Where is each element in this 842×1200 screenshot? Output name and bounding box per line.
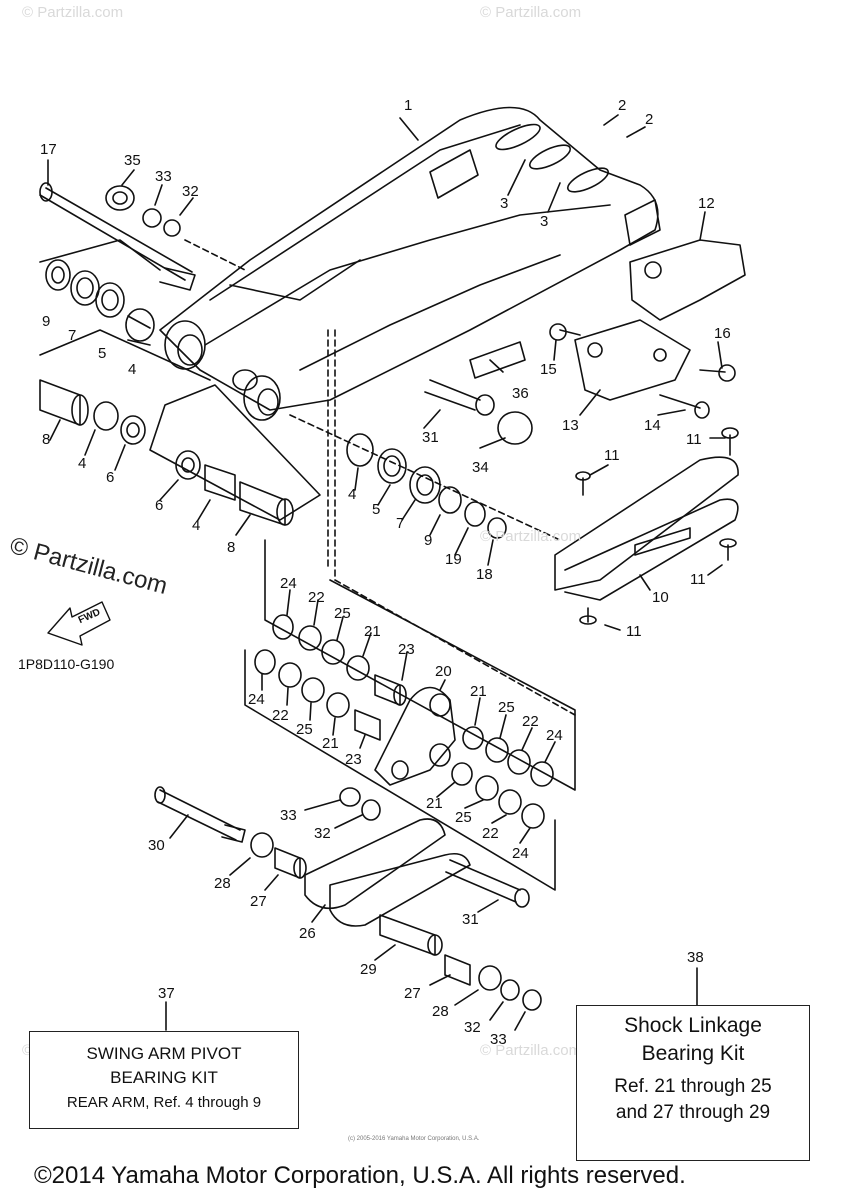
relay-arm-outline	[374, 686, 456, 786]
watermark-bottom-right: © Partzilla.com	[480, 1042, 582, 1059]
callout-5b: 5	[372, 501, 381, 518]
kit38-line1: Shock Linkage	[624, 1014, 762, 1037]
callout-8: 8	[42, 431, 51, 448]
kit37-line3: REAR ARM, Ref. 4 through 9	[66, 1094, 262, 1111]
callout-24: 24	[280, 575, 297, 592]
chain-slider-outline	[554, 456, 739, 591]
callout-31b: 31	[462, 911, 479, 928]
callout-25b: 25	[296, 721, 313, 738]
callout-22b: 22	[272, 707, 289, 724]
callout-15: 15	[540, 361, 557, 378]
callout-8b: 8	[227, 539, 236, 556]
kit37-line2: BEARING KIT	[110, 1068, 218, 1087]
callout-37: 37	[158, 985, 175, 1002]
callout-10: 10	[652, 589, 669, 606]
callout-29: 29	[360, 961, 377, 978]
callout-38: 38	[687, 949, 704, 966]
callout-36: 36	[512, 385, 529, 402]
callout-28: 28	[214, 875, 231, 892]
callout-13: 13	[562, 417, 579, 434]
small-copyright-notice: (c) 2005-2016 Yamaha Motor Corporation, …	[348, 1136, 480, 1142]
callout-23b: 23	[345, 751, 362, 768]
callout-1: 1	[404, 97, 413, 114]
callout-2: 2	[618, 97, 627, 114]
callout-12: 12	[698, 195, 715, 212]
callout-2b: 2	[645, 111, 654, 128]
callout-24d: 24	[512, 845, 529, 862]
watermark-mid-right: © Partzilla.com	[480, 528, 582, 545]
callout-26: 26	[299, 925, 316, 942]
callout-22: 22	[308, 589, 325, 606]
callout-4d: 4	[348, 486, 357, 503]
kit37-line1: SWING ARM PIVOT	[86, 1044, 242, 1063]
callout-25d: 25	[455, 809, 472, 826]
callout-28b: 28	[432, 1003, 449, 1020]
callout-27: 27	[250, 893, 267, 910]
copyright-footer: ©2014 Yamaha Motor Corporation, U.S.A. A…	[34, 1162, 686, 1189]
watermark-top-right: © Partzilla.com	[480, 4, 582, 21]
callout-20: 20	[435, 663, 452, 680]
callout-18: 18	[476, 566, 493, 583]
callout-11b: 11	[604, 447, 620, 464]
callout-27b: 27	[404, 985, 421, 1002]
callout-3b: 3	[540, 213, 549, 230]
callout-32: 32	[182, 183, 199, 200]
callout-22d: 22	[482, 825, 499, 842]
callout-4b: 4	[78, 455, 87, 472]
watermark-top-left: © Partzilla.com	[22, 4, 124, 21]
callout-16: 16	[714, 325, 731, 342]
callout-11d: 11	[626, 623, 642, 640]
callout-21d: 21	[426, 795, 443, 812]
callout-11: 11	[686, 431, 702, 448]
kit38-line2: Bearing Kit	[641, 1042, 745, 1065]
kit38-line3: Ref. 21 through 25	[614, 1076, 772, 1097]
callout-19: 19	[445, 551, 462, 568]
callout-3: 3	[500, 195, 509, 212]
callout-17: 17	[40, 141, 57, 158]
callout-25: 25	[334, 605, 351, 622]
callout-23: 23	[398, 641, 415, 658]
callout-35: 35	[124, 152, 141, 169]
callout-32b: 32	[314, 825, 331, 842]
swing-arm-outline	[159, 106, 659, 411]
diagram-code: 1P8D110-G190	[18, 656, 115, 672]
callout-6b: 6	[155, 497, 164, 514]
callout-21c: 21	[470, 683, 487, 700]
callout-9b: 9	[424, 532, 433, 549]
callout-24b: 24	[248, 691, 265, 708]
callout-5: 5	[98, 345, 107, 362]
callout-22c: 22	[522, 713, 539, 730]
swing-arm-kit-box: SWING ARM PIVOT BEARING KIT REAR ARM, Re…	[29, 1031, 299, 1129]
callout-21b: 21	[322, 735, 339, 752]
callout-9: 9	[42, 313, 51, 330]
callout-33c: 33	[490, 1031, 507, 1048]
callout-31: 31	[422, 429, 439, 446]
callout-25c: 25	[498, 699, 515, 716]
callout-33b: 33	[280, 807, 297, 824]
callout-6: 6	[106, 469, 115, 486]
shock-linkage-kit-box: Shock Linkage Bearing Kit Ref. 21 throug…	[576, 1005, 810, 1161]
callout-32c: 32	[464, 1019, 481, 1036]
connecting-rod-outline	[304, 818, 446, 910]
callout-21: 21	[364, 623, 381, 640]
kit38-line4: and 27 through 29	[615, 1102, 771, 1123]
callout-4: 4	[128, 361, 137, 378]
callout-33: 33	[155, 168, 172, 185]
callout-34: 34	[472, 459, 489, 476]
callout-24c: 24	[546, 727, 563, 744]
callout-7b: 7	[396, 515, 405, 532]
callout-30: 30	[148, 837, 165, 854]
callout-14: 14	[644, 417, 661, 434]
callout-7: 7	[68, 327, 77, 344]
callout-4c: 4	[192, 517, 201, 534]
callout-11c: 11	[690, 571, 706, 588]
